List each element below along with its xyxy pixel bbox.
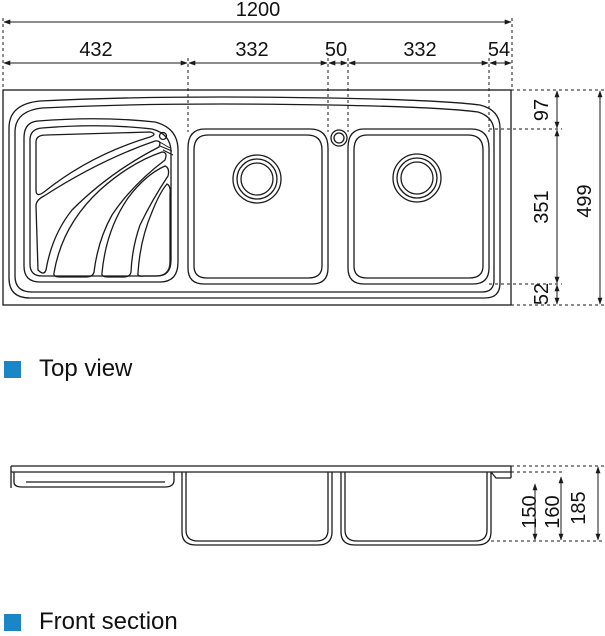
- front-section-sink: [10, 465, 512, 546]
- dim-overall-depth: 499: [574, 184, 596, 217]
- front-bowl-left: [181, 472, 333, 546]
- drain-right: [392, 153, 442, 203]
- dim-depth-a: 150: [519, 495, 541, 528]
- sink-outer-edge: [2, 89, 512, 306]
- front-bowl-right: [340, 472, 492, 546]
- dim-top-margin: 97: [531, 99, 553, 121]
- sink-rim: [8, 96, 501, 299]
- top-view-sink: [2, 89, 512, 306]
- legend-front-section-label: Front section: [39, 608, 178, 635]
- front-section-dimension-labels: 150 160 185: [519, 491, 590, 528]
- dim-bowl-right-width: 332: [403, 39, 436, 61]
- top-view-dimensions: [2, 18, 605, 306]
- bowl-left: [187, 128, 329, 285]
- dim-bottom-margin: 52: [531, 283, 553, 305]
- legend-top-view-label: Top view: [39, 355, 133, 382]
- dim-overall-width: 1200: [236, 0, 281, 21]
- drainer-board: [23, 118, 179, 283]
- dim-depth-b: 160: [542, 495, 564, 528]
- legend-square-icon: [4, 360, 21, 378]
- dim-bowl-left-width: 332: [235, 39, 268, 61]
- legend-front-section: Front section: [4, 608, 178, 636]
- top-view-dimension-labels: 1200 432 332 50 332 54 97 351 52 499: [79, 0, 596, 305]
- tap-hole: [330, 129, 348, 147]
- dim-bowl-gap: 50: [325, 39, 347, 61]
- dim-drainer-width: 432: [79, 39, 112, 61]
- legend-top-view: Top view: [4, 355, 132, 383]
- bowl-right: [347, 128, 490, 285]
- dim-bowl-depth: 351: [531, 190, 553, 223]
- dim-right-margin: 54: [488, 39, 510, 61]
- drain-left: [232, 154, 282, 204]
- dim-depth-c: 185: [568, 491, 590, 524]
- front-section-dimensions: [491, 465, 605, 542]
- legend-square-icon: [4, 613, 21, 631]
